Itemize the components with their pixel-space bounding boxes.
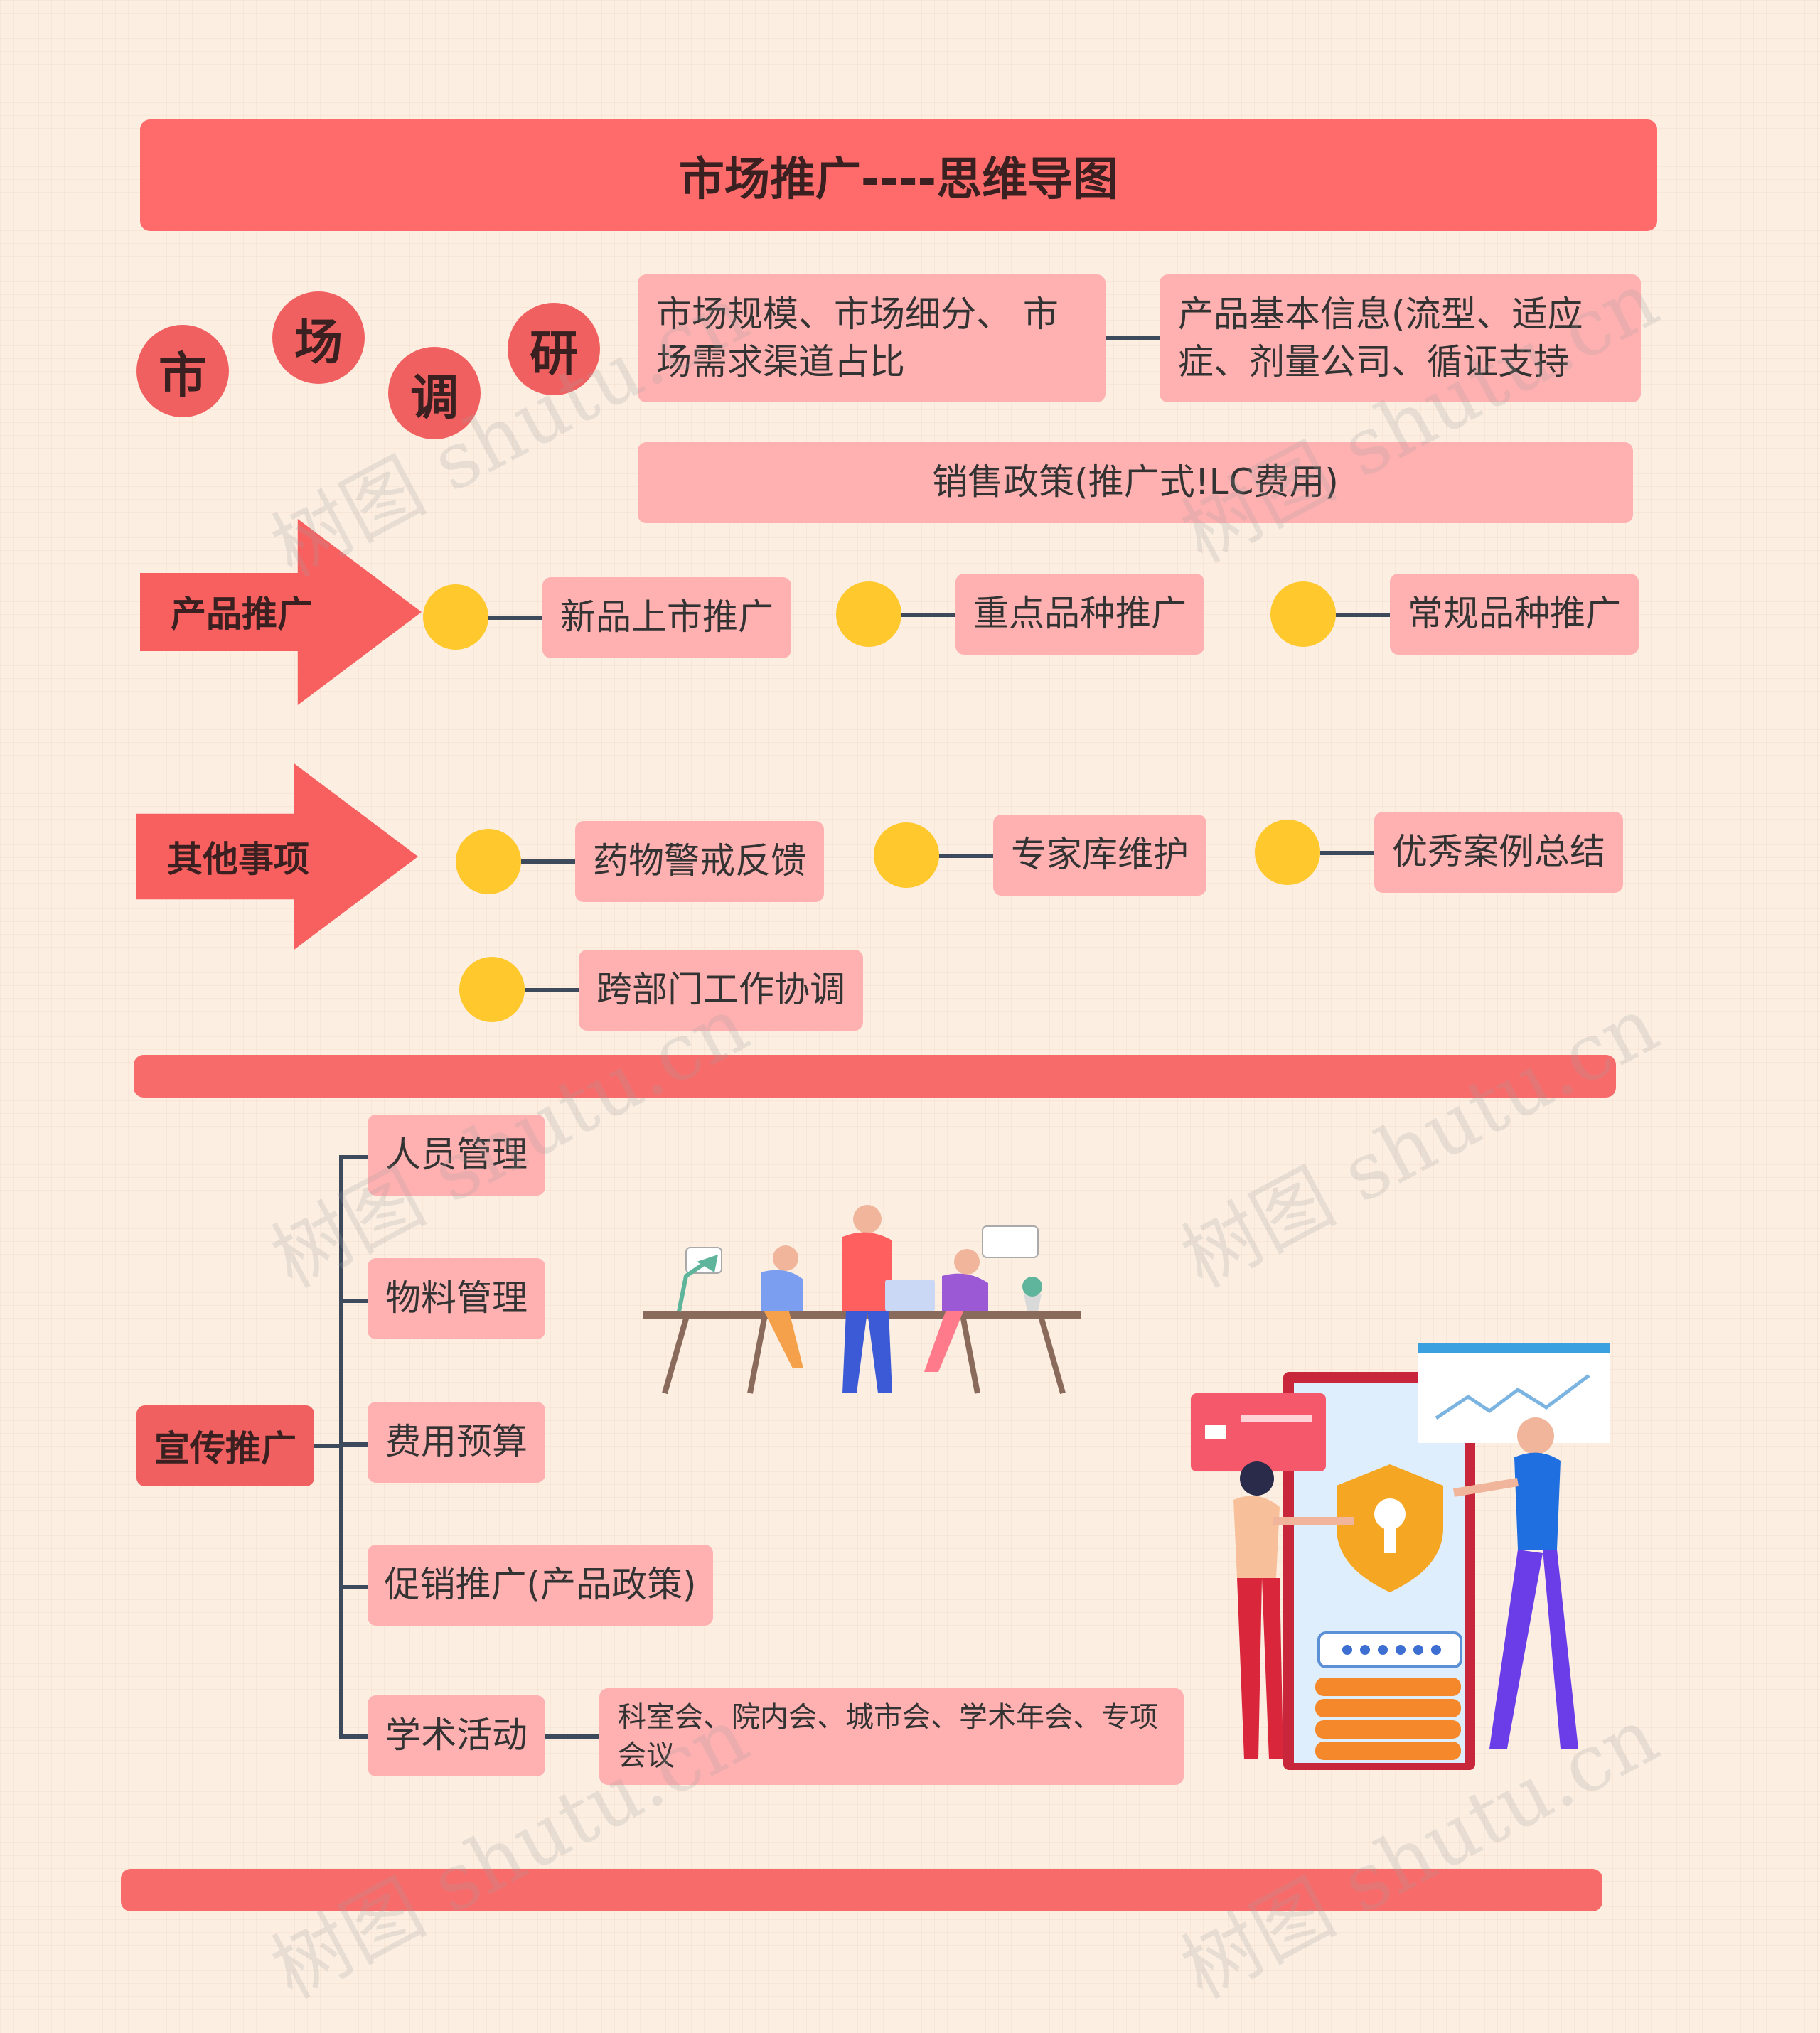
circle-char-2: 场 — [272, 291, 365, 384]
team-meeting-illustration — [643, 1187, 1084, 1400]
connector-line — [521, 859, 575, 864]
bullet-dot — [836, 581, 901, 647]
connector-line — [1336, 613, 1390, 617]
page-title: 市场推广----思维导图 — [140, 119, 1657, 231]
tree-branch — [339, 1442, 368, 1447]
bullet-dot — [459, 957, 525, 1022]
product-item-3: 常规品种推广 — [1390, 574, 1639, 655]
product-item-1: 新品上市推广 — [542, 577, 791, 658]
publicity-item-5: 学术活动 — [368, 1695, 545, 1776]
publicity-item-2: 物料管理 — [368, 1258, 545, 1339]
other-item-3: 优秀案例总结 — [1374, 812, 1623, 893]
other-item-1: 药物警戒反馈 — [575, 821, 824, 902]
publicity-root: 宣传推广 — [136, 1405, 314, 1486]
product-item-2: 重点品种推广 — [956, 574, 1204, 655]
separator-band — [134, 1055, 1616, 1098]
security-illustration — [1191, 1340, 1617, 1781]
bullet-dot — [1270, 581, 1336, 647]
tree-branch — [339, 1299, 368, 1303]
tree-branch — [339, 1734, 368, 1739]
product-info-text: 产品基本信息(流型、适应症、剂量公司、循证支持 — [1178, 291, 1622, 387]
circle-char-4: 研 — [508, 303, 600, 395]
watermark: 树图 shutu.cn — [1159, 963, 1674, 1309]
publicity-item-1: 人员管理 — [368, 1115, 545, 1196]
connector-line — [545, 1734, 599, 1739]
bullet-dot — [1255, 820, 1320, 885]
connector-line — [1320, 851, 1374, 855]
bullet-dot — [874, 822, 939, 888]
publicity-item-3: 费用预算 — [368, 1402, 545, 1483]
academic-detail-box: 科室会、院内会、城市会、学术年会、专项会议 — [599, 1688, 1184, 1785]
tree-trunk — [339, 1157, 343, 1737]
other-item-4: 跨部门工作协调 — [579, 950, 863, 1031]
connector-line — [488, 616, 542, 620]
bottom-band — [121, 1869, 1602, 1911]
connector-line — [525, 988, 579, 992]
other-item-2: 专家库维护 — [993, 815, 1206, 896]
connector-line — [1106, 336, 1160, 340]
tree-branch — [339, 1585, 368, 1589]
market-size-box: 市场规模、市场细分、 市场需求渠道占比 — [638, 274, 1106, 402]
sales-policy-box: 销售政策(推广式!LC费用) — [638, 442, 1633, 523]
circle-char-1: 市 — [136, 325, 229, 417]
bullet-dot — [423, 584, 488, 650]
connector-line — [314, 1444, 341, 1448]
bullet-dot — [456, 829, 521, 894]
academic-detail-text: 科室会、院内会、城市会、学术年会、专项会议 — [618, 1698, 1165, 1775]
product-promotion-label: 产品推广 — [171, 579, 313, 643]
circle-char-3: 调 — [388, 347, 481, 439]
connector-line — [939, 854, 993, 858]
other-matters-label: 其他事项 — [167, 825, 309, 889]
connector-line — [901, 613, 956, 617]
product-info-box: 产品基本信息(流型、适应症、剂量公司、循证支持 — [1160, 274, 1641, 402]
market-size-text: 市场规模、市场细分、 市场需求渠道占比 — [656, 291, 1087, 387]
publicity-item-4: 促销推广(产品政策) — [368, 1545, 713, 1626]
tree-branch — [339, 1155, 368, 1159]
